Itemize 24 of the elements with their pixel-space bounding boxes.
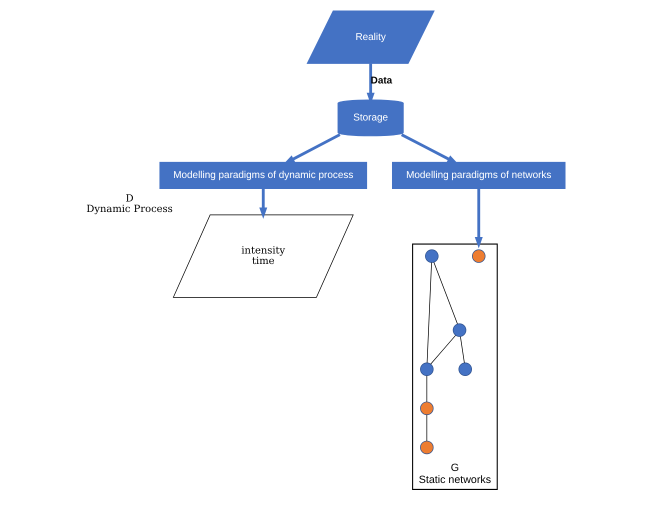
- connector: [426, 375, 427, 402]
- node-label: D: [125, 194, 134, 205]
- connector: [460, 336, 464, 364]
- arrow: [282, 133, 340, 164]
- node-box: Modelling paradigms of networks: [391, 162, 565, 189]
- arrow: [258, 188, 267, 219]
- node-circle: [458, 362, 472, 376]
- connector: [430, 335, 456, 364]
- node-box: Modelling paradigms of dynamic process: [158, 162, 367, 189]
- node-label: Dynamic Process: [86, 204, 172, 216]
- arrow: [400, 133, 458, 164]
- arrow: [474, 188, 482, 248]
- connector: [433, 262, 458, 324]
- node-circle: [420, 402, 434, 416]
- node-circle: [472, 249, 485, 263]
- connector: [426, 414, 427, 442]
- node-circle: [452, 323, 466, 337]
- cluster: [412, 244, 498, 490]
- node-circle: [420, 440, 434, 454]
- connector: [426, 262, 432, 364]
- node-circle: [420, 362, 434, 376]
- node-circle: [424, 249, 438, 263]
- node-label: Static networks: [418, 474, 491, 486]
- node-label: G: [450, 462, 459, 474]
